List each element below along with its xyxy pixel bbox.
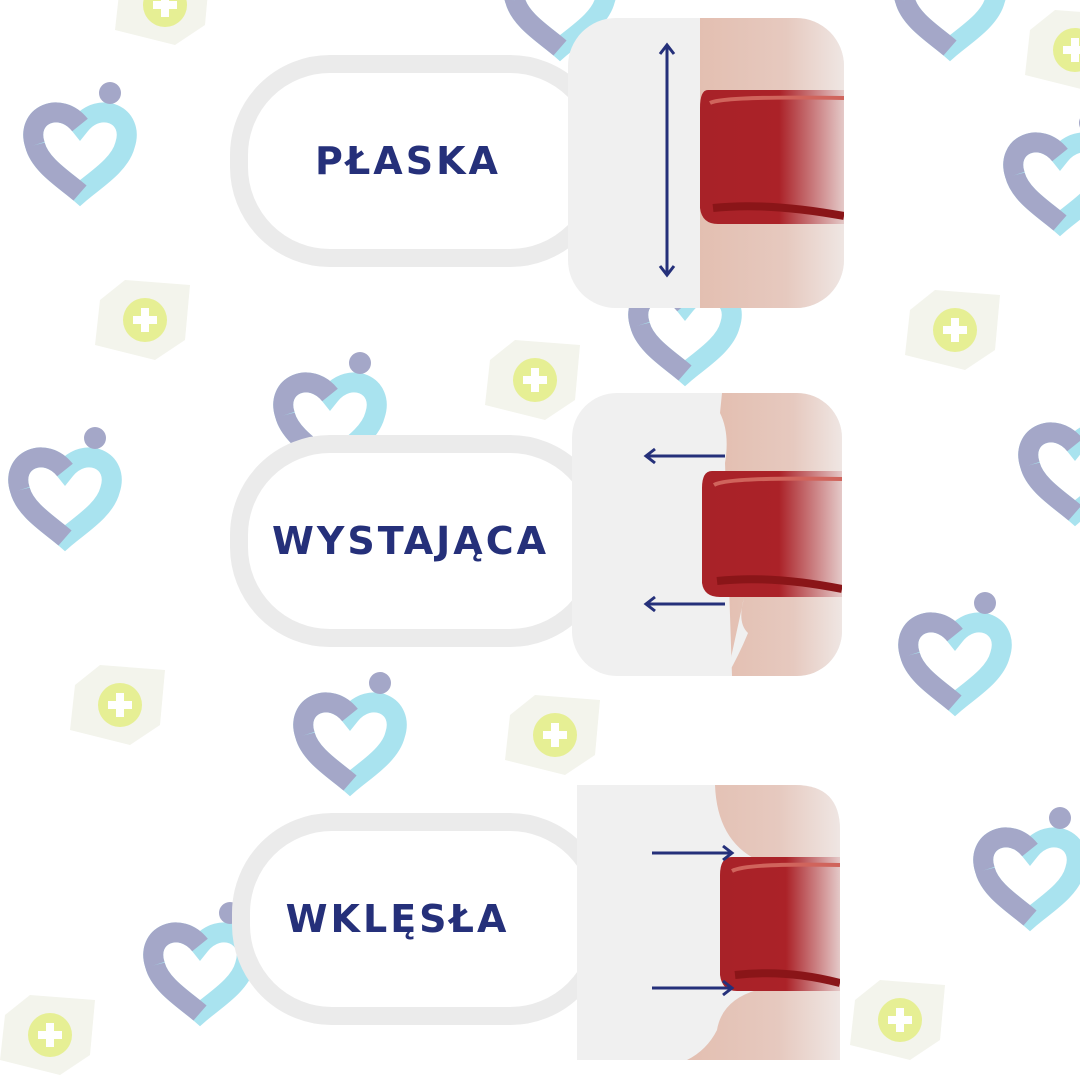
- badge-icon: [505, 695, 600, 775]
- badge-icon: [905, 290, 1000, 370]
- heart-icon: [903, 0, 997, 48]
- heart-icon: [908, 592, 1002, 703]
- badge-icon: [850, 980, 945, 1060]
- badge-icon: [485, 340, 580, 420]
- heart-icon: [1028, 402, 1080, 513]
- heart-icon: [983, 807, 1077, 918]
- badge-icon: [1025, 10, 1080, 90]
- badge-icon: [0, 995, 95, 1075]
- heart-icon: [1013, 112, 1080, 223]
- stoma-concave-illustration: [577, 785, 840, 1060]
- label-protruding: WYSTAJĄCA: [271, 519, 550, 563]
- heart-icon: [303, 672, 397, 783]
- label-concave: WKLĘSŁA: [285, 897, 510, 941]
- vertical-arrow-icon: [658, 42, 676, 278]
- heart-icon: [18, 427, 112, 538]
- outward-arrow-icon: [643, 447, 725, 613]
- stoma-flat-illustration: [568, 18, 844, 308]
- heart-icon: [33, 82, 127, 193]
- inward-arrow-icon: [652, 844, 735, 997]
- stoma-protruding-illustration: [572, 393, 842, 676]
- badge-icon: [95, 280, 190, 360]
- label-flat: PŁASKA: [315, 139, 501, 183]
- badge-icon: [70, 665, 165, 745]
- badge-icon: [115, 0, 210, 45]
